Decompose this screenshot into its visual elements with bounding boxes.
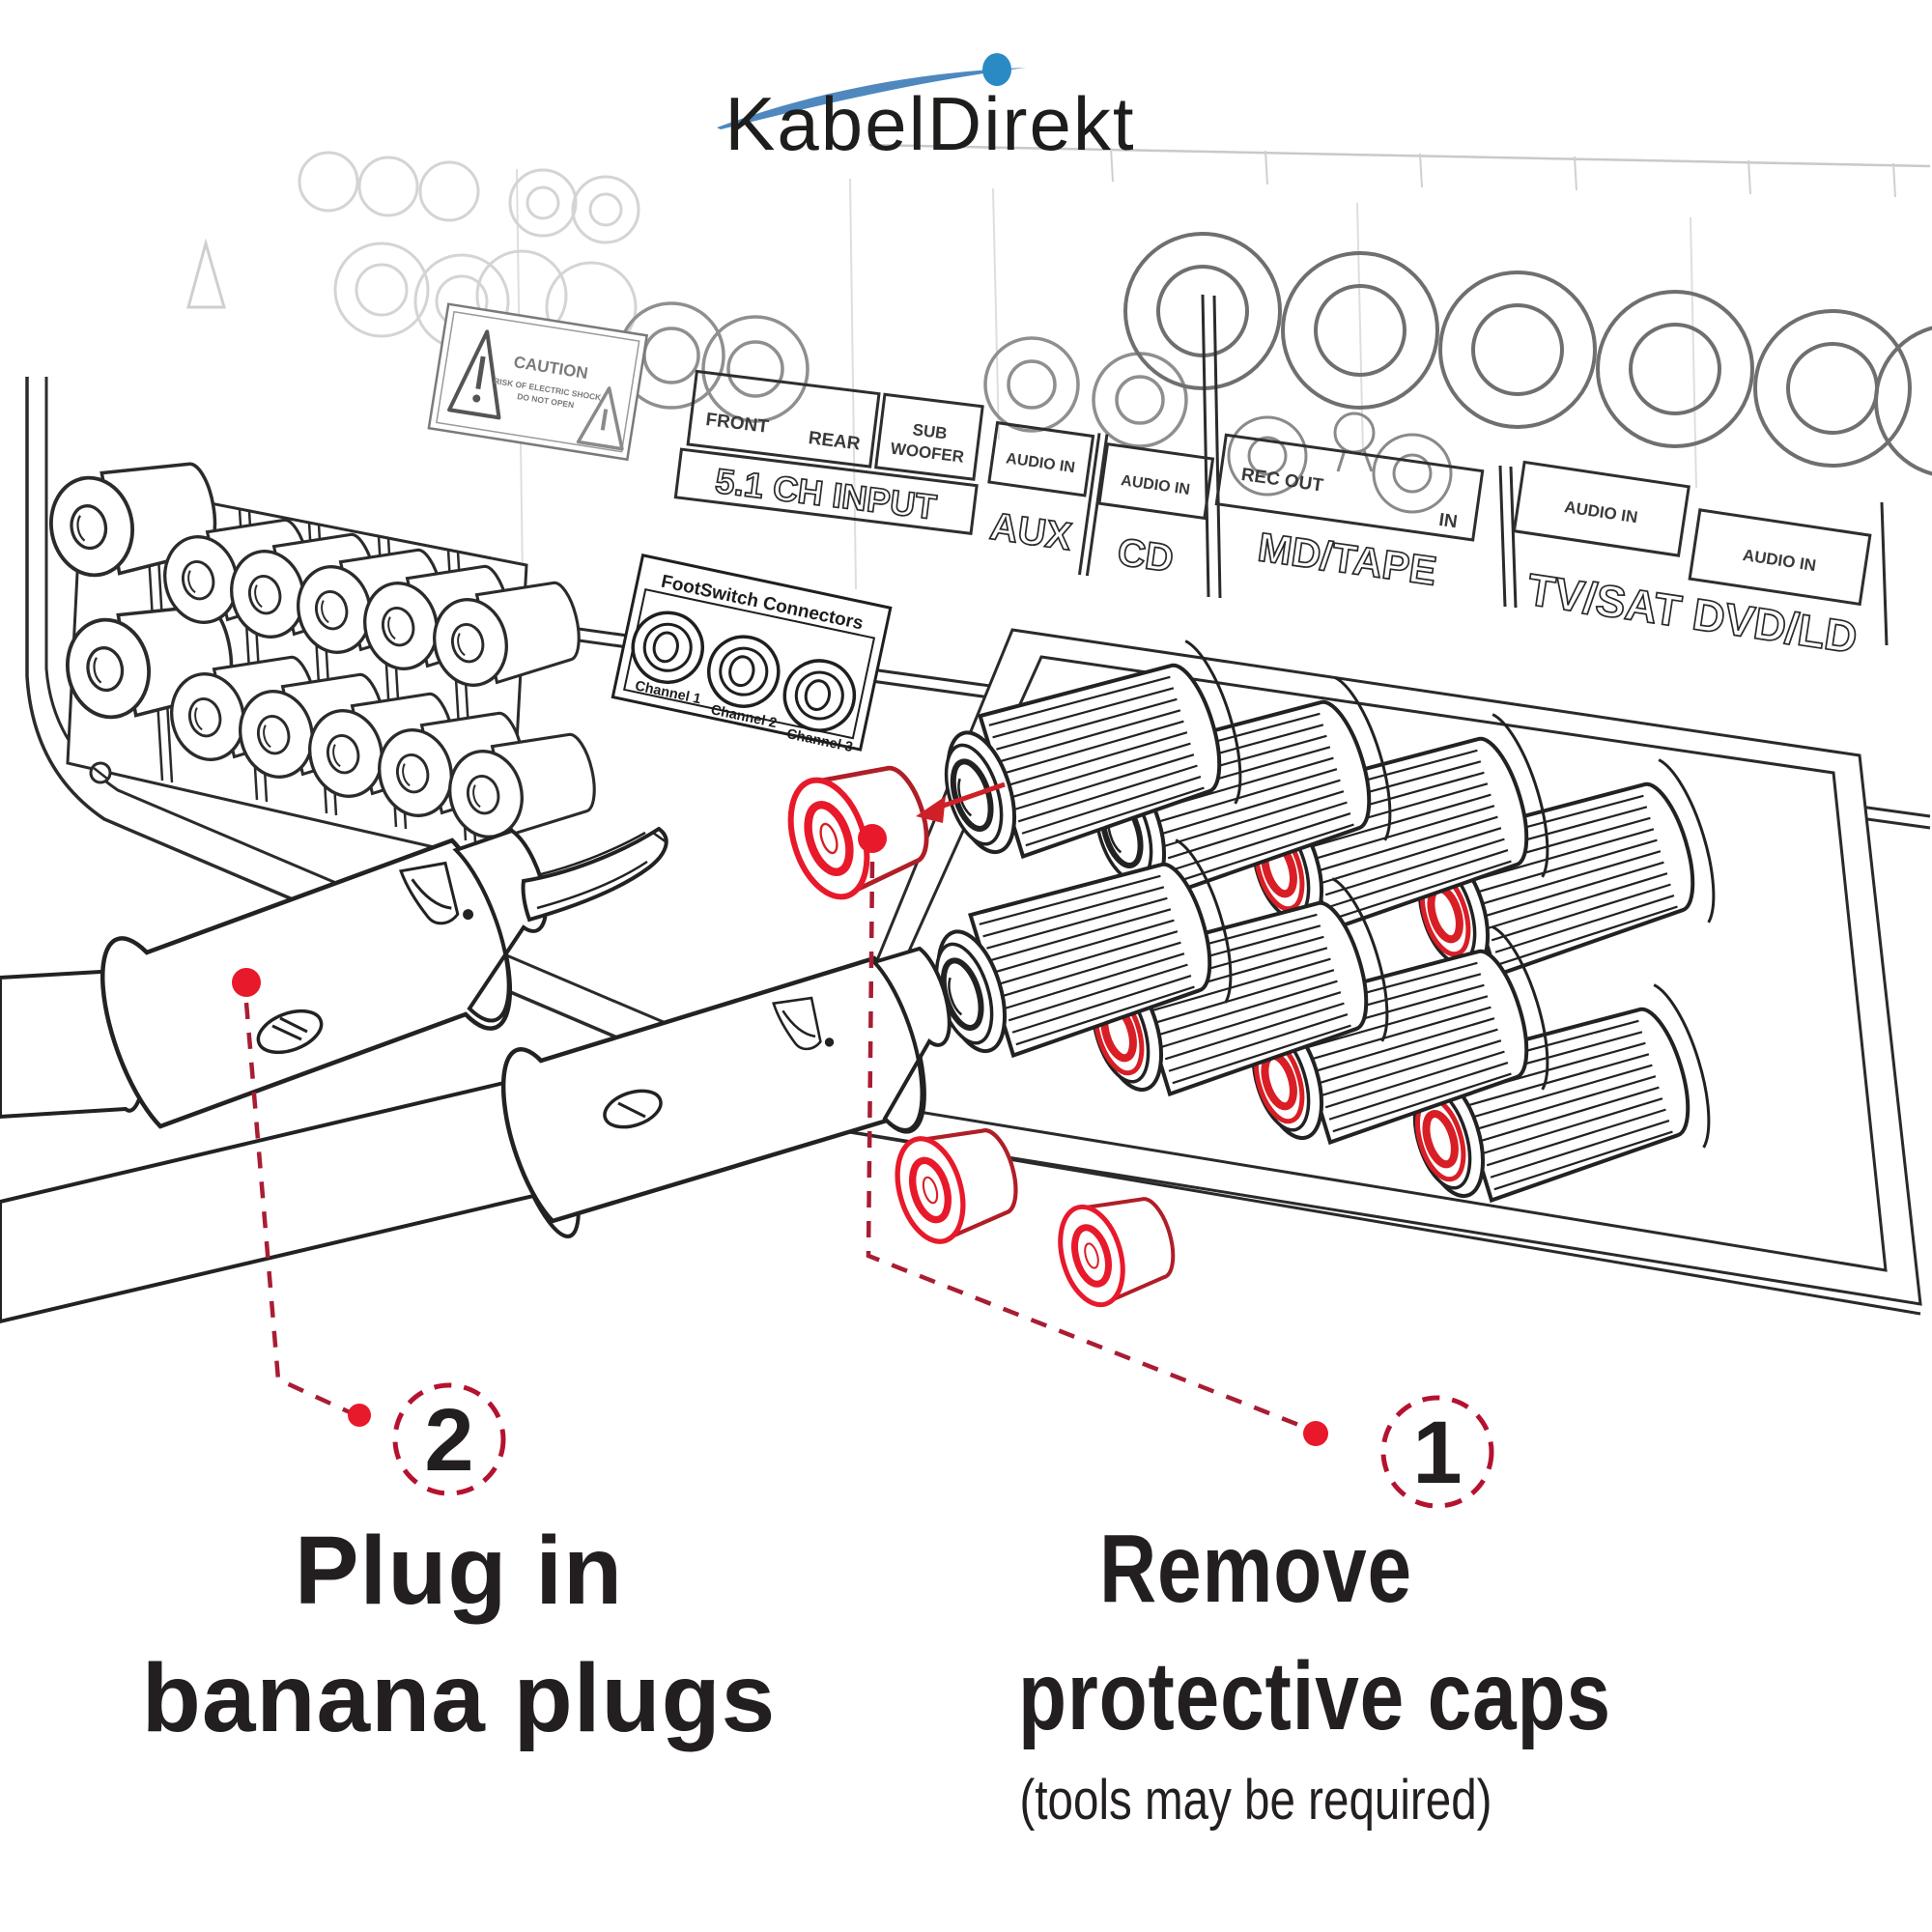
left-rca-block [41, 452, 604, 867]
footswitch-plate: FootSwitch Connectors Channel 1 Channel … [611, 554, 893, 755]
leader-lines [243, 861, 1307, 1431]
label-sub: SUB [912, 420, 949, 442]
warning-triangle-icon-right [576, 386, 624, 451]
label-audio-in-tvsat: AUDIO IN [1563, 497, 1638, 526]
label-aux: AUX [987, 505, 1074, 558]
protective-cap-bottom-right [1050, 1185, 1183, 1312]
warning-triangle-icon [447, 329, 501, 420]
step1-number: 1 [1412, 1404, 1462, 1502]
label-cd: CD [1115, 531, 1176, 582]
brand-logo: KabelDirekt [717, 53, 1135, 166]
step1-line1: Remove [1099, 1515, 1412, 1623]
panel-dividers [1201, 294, 1889, 646]
leader-dot-step2 [348, 1404, 371, 1427]
group-5-1-ch-input: FRONT REAR SUB WOOFER 5.1 CH INPUT [673, 369, 984, 535]
step2-badge: 2 [392, 1382, 506, 1496]
step2-caption: Plug in banana plugs [24, 1507, 894, 1762]
group-tv-sat: AUDIO IN AUDIO IN TV/SAT DVD/LD [1512, 460, 1872, 664]
caution-plate: CAUTION RISK OF ELECTRIC SHOCK DO NOT OP… [427, 302, 649, 462]
label-md-tape: MD/TAPE [1255, 524, 1439, 593]
step1-line2: protective caps [1018, 1642, 1611, 1750]
banana-plug-2 [0, 946, 952, 1324]
large-jack-rings [1123, 232, 1932, 476]
label-audio-in-cd: AUDIO IN [1120, 472, 1191, 498]
step2-line1: Plug in [294, 1517, 624, 1625]
step1-note: (tools may be required) [1019, 1769, 1492, 1832]
label-woofer: WOOFER [890, 440, 965, 467]
plug-slot [256, 1009, 324, 1055]
step1-caption: Remove protective caps (tools may be req… [1018, 1505, 1611, 1836]
footswitch-jacks [631, 611, 857, 732]
brand-name: KabelDirekt [724, 81, 1135, 166]
banana-plug-1 [0, 826, 668, 1129]
label-in: IN [1437, 510, 1459, 532]
leader-dot-plug [232, 968, 261, 997]
label-audio-in-aux: AUDIO IN [1005, 450, 1076, 476]
label-audio-in-dvdld: AUDIO IN [1742, 546, 1817, 575]
screw-icon [89, 761, 112, 784]
remove-arrow-icon [916, 781, 1006, 823]
label-front: FRONT [704, 410, 770, 438]
receiver-back-panel-faint [186, 143, 1932, 646]
leader-dot-cap [858, 824, 887, 853]
banana-pin-tip [521, 826, 668, 923]
step1-badge: 1 [1380, 1395, 1494, 1509]
logo-dot-icon [982, 53, 1011, 86]
leader-dot-step1 [1303, 1421, 1328, 1446]
group-aux-cd: AUDIO IN AUDIO IN AUX CD [986, 420, 1215, 582]
step2-line2: banana plugs [141, 1644, 777, 1752]
step2-number: 2 [424, 1391, 473, 1490]
